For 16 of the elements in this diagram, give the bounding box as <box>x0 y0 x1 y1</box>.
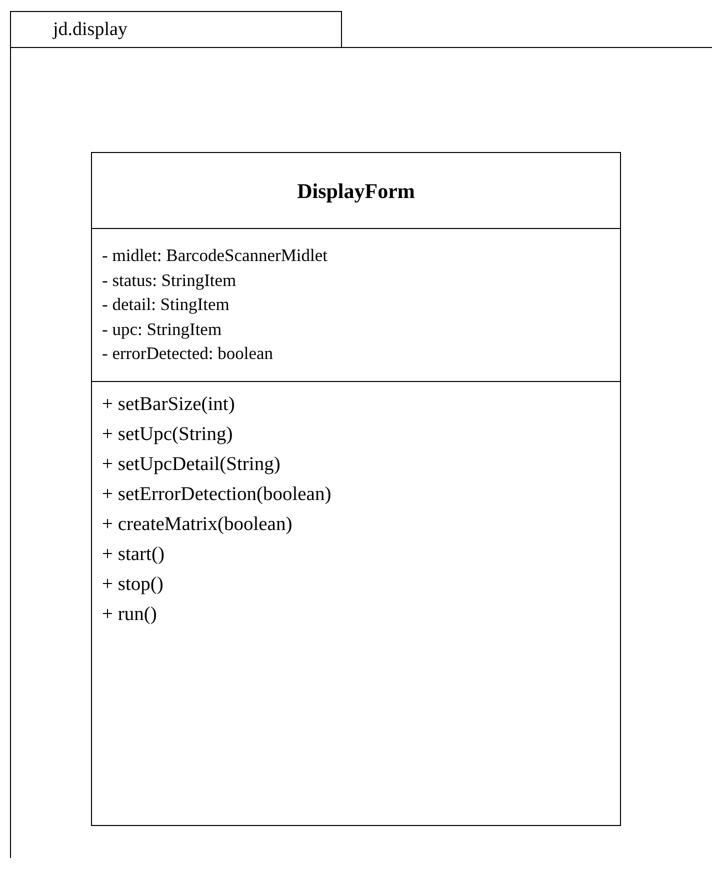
class-name: DisplayForm <box>296 178 416 204</box>
member-text: + setBarSize(int) <box>102 393 236 417</box>
member-text: - detail: StingItem <box>102 293 230 316</box>
member-text: - upc: StringItem <box>102 318 223 341</box>
package-name-tab: jd.display <box>10 11 342 48</box>
member-text: + stop() <box>102 573 164 597</box>
member-text: - status: StringItem <box>102 268 238 292</box>
member-text: + setErrorDetection(boolean) <box>102 483 332 507</box>
member-text: + setUpc(String) <box>102 423 234 447</box>
class-box <box>91 152 621 826</box>
member-text: + setUpcDetail(String) <box>102 453 282 477</box>
member-text: - errorDetected: boolean <box>102 342 274 365</box>
member-text: + createMatrix(boolean) <box>102 513 294 537</box>
member-text: + run() <box>102 603 158 627</box>
member-text: + start() <box>102 543 166 567</box>
member-text: - midlet: BarcodeScannerMidlet <box>102 244 328 267</box>
